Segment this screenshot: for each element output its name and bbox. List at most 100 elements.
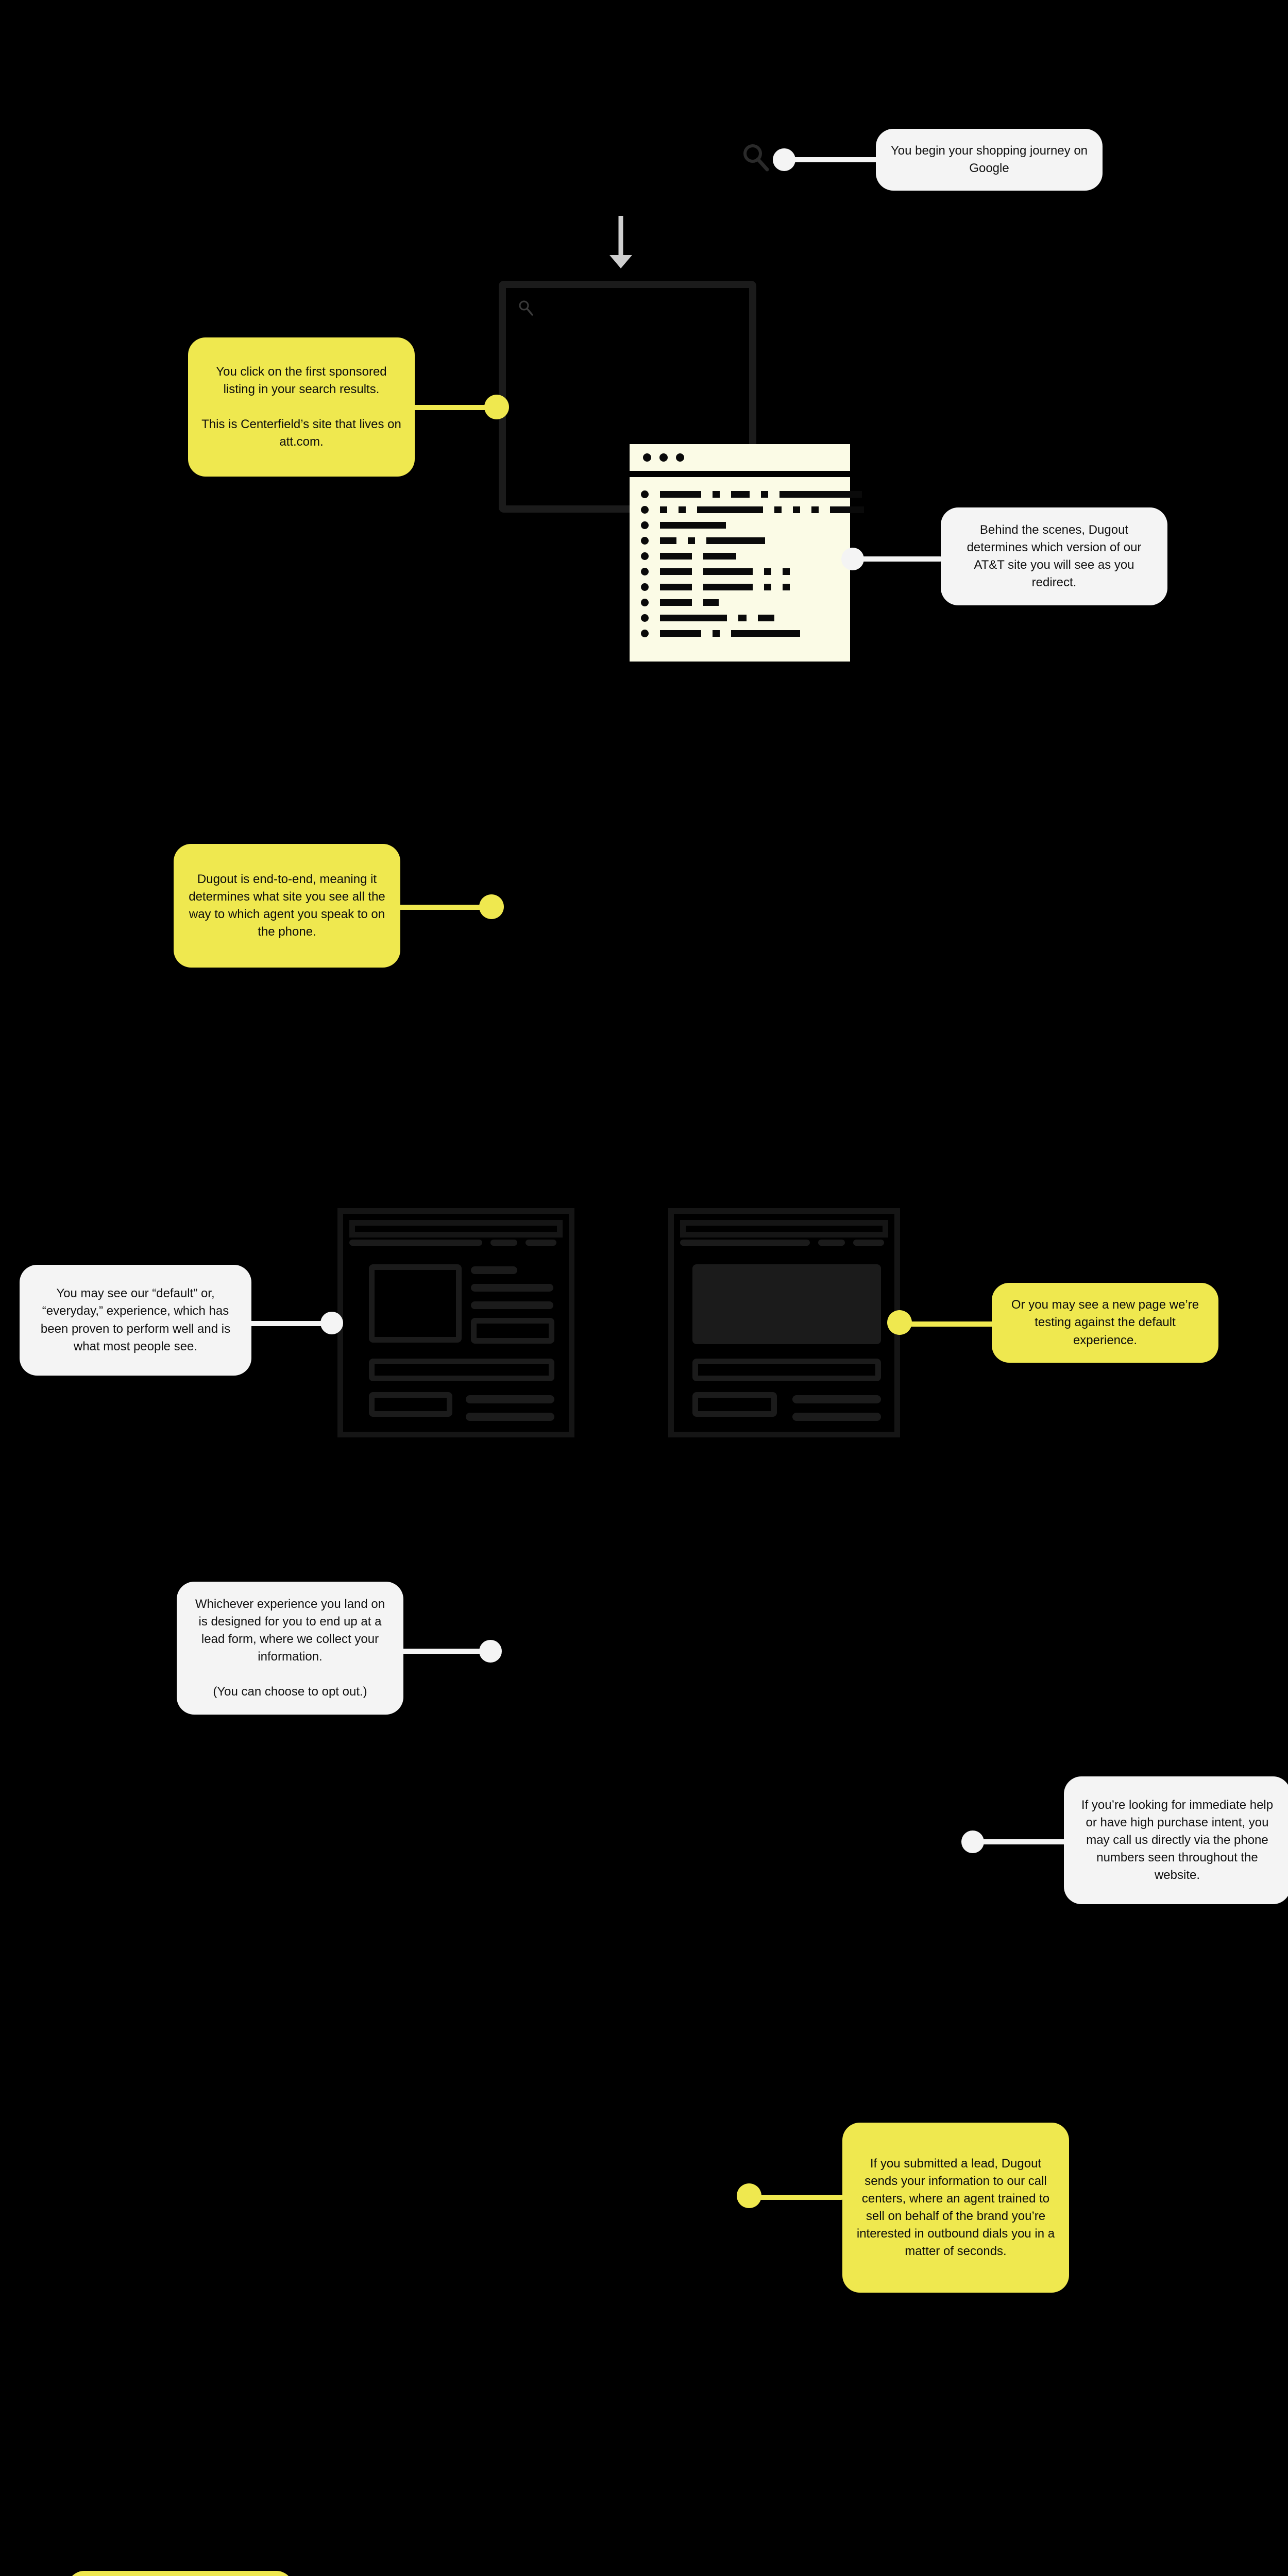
code-line [641,579,845,595]
window-dot-icon [643,453,651,462]
code-token [731,630,800,637]
wireframe-body [674,1252,894,1426]
callout-no-purchase[interactable]: You don’t buy the service you were inter… [67,2571,294,2576]
search-icon [740,142,771,175]
code-bullet-icon [641,583,649,591]
callout-text: If you’re looking for immediate help or … [1081,1798,1274,1883]
callout-text: If you submitted a lead, Dugout sends yo… [856,2156,1055,2259]
code-token [731,490,750,498]
wireframe-header-bar [349,1220,563,1238]
code-line [641,564,845,579]
window-dot-icon [659,453,668,462]
code-token [660,568,692,575]
wireframe-small-block [369,1392,452,1417]
connector-line-behind-the-scenes [860,556,943,562]
wireframe-nav-item [526,1240,556,1246]
connector-line-call-directly [981,1839,1066,1844]
wireframe-text-line [792,1413,881,1421]
callout-text: Dugout is end-to-end, meaning it determi… [189,872,385,939]
callout-call-directly[interactable]: If you’re looking for immediate help or … [1064,1776,1288,1904]
callout-text: Whichever experience you land on is desi… [195,1597,385,1699]
webpage-wireframe-test [668,1208,900,1437]
window-dot-icon [676,453,684,462]
connector-dot-submitted-lead [737,2183,761,2208]
code-bullet-icon [641,614,649,622]
callout-begin-shopping[interactable]: You begin your shopping journey on Googl… [876,129,1103,191]
connector-dot-lead-form [479,1640,502,1663]
code-bullet-icon [641,567,649,575]
callout-text: You may see our “default” or, “everyday,… [40,1286,231,1353]
connector-line-submitted-lead [756,2195,844,2200]
code-line [641,595,845,610]
callout-end-to-end[interactable]: Dugout is end-to-end, meaning it determi… [174,844,400,968]
code-bullet-icon [641,490,649,498]
code-token [779,490,862,498]
connector-line-test-experience [907,1321,994,1327]
code-line [641,625,845,641]
webpage-wireframe-default [337,1208,574,1437]
connector-line-lead-form [399,1649,492,1654]
code-token [660,630,701,637]
wireframe-wide-block [692,1359,881,1381]
arrow-down-icon [605,214,636,273]
callout-behind-the-scenes[interactable]: Behind the scenes, Dugout determines whi… [941,507,1167,605]
code-line [641,517,845,533]
wireframe-cta-button [471,1318,554,1344]
connector-line-default-experience [247,1321,337,1326]
wireframe-image-block [369,1264,462,1343]
code-bullet-icon [641,505,649,514]
connector-dot-call-directly [961,1831,984,1853]
code-window-body [630,477,864,662]
callout-lead-form[interactable]: Whichever experience you land on is desi… [177,1582,403,1715]
code-terminal-window [630,444,864,662]
code-bullet-icon [641,598,649,606]
code-token [764,583,771,590]
wireframe-nav-row [680,1240,888,1246]
code-window-titlebar [630,444,850,471]
code-line [641,548,845,564]
code-token [660,614,727,621]
code-bullet-icon [641,536,649,545]
code-token [703,599,719,606]
connector-dot-behind-the-scenes [841,548,864,570]
code-token [761,490,768,498]
callout-text: Or you may see a new page we’re testing … [1011,1298,1199,1347]
code-token [697,506,763,513]
connector-dot-sponsored-listing [484,395,509,419]
wireframe-text-line [466,1395,554,1403]
code-line [641,610,845,625]
code-token [660,552,692,560]
callout-submitted-lead[interactable]: If you submitted a lead, Dugout sends yo… [842,2123,1069,2293]
code-line [641,502,864,517]
wireframe-nav-item [853,1240,884,1246]
callout-default-experience[interactable]: You may see our “default” or, “everyday,… [20,1265,251,1376]
wireframe-text-line [471,1266,517,1274]
code-token [660,506,667,513]
code-token [811,506,819,513]
code-window-divider [630,471,850,477]
code-token [706,537,765,544]
code-line [641,533,845,548]
code-token [679,506,686,513]
code-token [764,568,771,575]
wireframe-text-line [471,1301,553,1309]
wireframe-nav-item [680,1240,810,1246]
code-token [758,614,774,621]
code-line [641,486,862,502]
wireframe-nav-item [490,1240,517,1246]
code-token [703,583,753,590]
code-token [783,568,790,575]
wireframe-nav-item [818,1240,845,1246]
connector-line-sponsored-listing [412,405,505,410]
callout-sponsored-listing[interactable]: You click on the first sponsored listing… [188,337,415,477]
code-token [660,521,726,529]
connector-dot-test-experience [887,1310,912,1335]
wireframe-text-line [792,1395,881,1403]
callout-text: You begin your shopping journey on Googl… [890,143,1088,175]
code-bullet-icon [641,629,649,637]
code-bullet-icon [641,552,649,560]
connector-dot-end-to-end [479,894,504,919]
code-token [713,490,720,498]
wireframe-text-line [471,1284,553,1292]
callout-test-experience[interactable]: Or you may see a new page we’re testing … [992,1283,1218,1363]
